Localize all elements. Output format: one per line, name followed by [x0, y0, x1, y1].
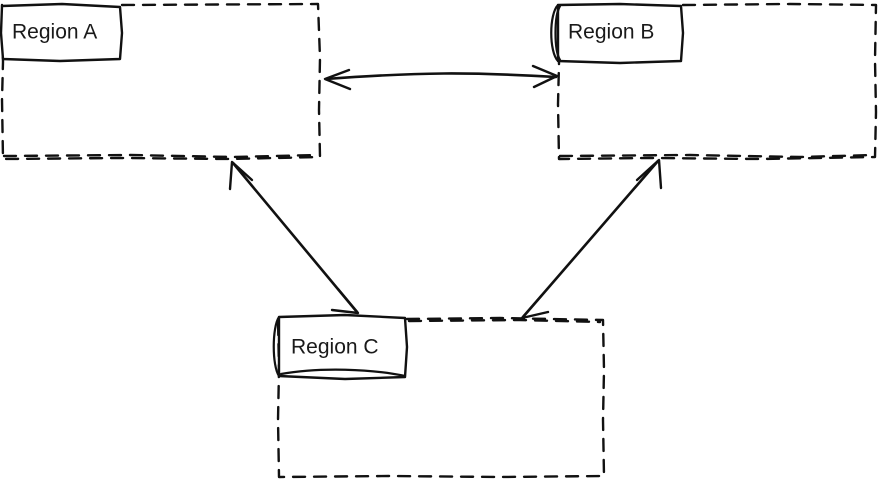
connector-region-b-region-c[interactable] — [520, 158, 663, 320]
region-a-frame-second-pass — [2, 153, 320, 159]
region-a-label-box[interactable] — [0, 2, 124, 63]
connector-b-c-line[interactable] — [521, 159, 660, 319]
region-b-group[interactable]: Region B — [550, 2, 878, 161]
connector-a-b-line[interactable] — [324, 72, 558, 81]
region-c-group[interactable]: Region C — [272, 313, 606, 479]
connector-b-c-arrowhead-end — [520, 293, 550, 320]
connector-a-c-arrowhead-end — [330, 287, 360, 315]
connector-a-c-line[interactable] — [231, 161, 359, 314]
region-b-label: Region B — [568, 21, 654, 44]
region-b-cylinder-edge — [550, 3, 560, 63]
region-b-cylinder-edge-inner — [554, 4, 562, 62]
region-c-cylinder-edge — [272, 315, 281, 378]
region-b-label-box[interactable] — [556, 2, 685, 65]
connector-region-a-region-b[interactable] — [323, 64, 559, 91]
connector-a-b-arrowhead-start — [323, 68, 352, 91]
region-c-label: Region C — [291, 336, 379, 359]
region-c-label-box[interactable] — [277, 313, 409, 381]
connector-b-c-arrowhead-start — [635, 158, 663, 190]
region-c-frame-second-pass — [407, 318, 602, 324]
connector-a-c-arrowhead-start — [228, 160, 254, 191]
connector-region-a-region-c[interactable] — [228, 160, 360, 315]
region-a-label: Region A — [12, 21, 97, 44]
connector-a-b-arrowhead-end — [531, 64, 559, 89]
region-c-cylinder-bottom — [279, 368, 407, 378]
region-b-frame[interactable] — [556, 2, 878, 161]
region-a-frame[interactable] — [0, 2, 322, 161]
region-b-frame-second-pass — [558, 153, 876, 159]
region-a-group[interactable]: Region A — [0, 2, 322, 161]
region-c-frame[interactable] — [276, 316, 606, 479]
